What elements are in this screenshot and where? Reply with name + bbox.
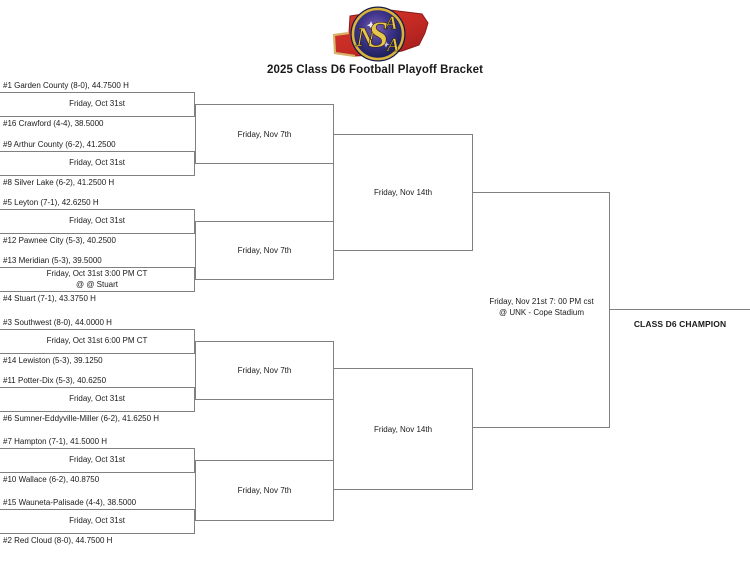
round-date: Friday, Nov 14th	[373, 424, 433, 434]
team-label: #1 Garden County (8-0), 44.7500 H	[3, 81, 129, 90]
game-date-line1: Friday, Oct 31st	[69, 158, 125, 168]
logo-letter-a2: A	[386, 35, 400, 56]
team-label: #2 Red Cloud (8-0), 44.7500 H	[3, 536, 113, 545]
game-date-line1: Friday, Oct 31st	[69, 455, 125, 465]
quarterfinal-box: Friday, Nov 7th	[195, 341, 334, 400]
game-box: Friday, Oct 31st	[0, 92, 195, 117]
sparkle-icon	[366, 21, 376, 30]
game-box: Friday, Oct 31st	[0, 509, 195, 534]
game-date-line1: Friday, Oct 31st 6:00 PM CT	[46, 336, 148, 346]
final-date-line1: Friday, Nov 21st 7: 00 PM cst	[489, 297, 594, 306]
team-label: #4 Stuart (7-1), 43.3750 H	[3, 294, 96, 303]
champion-label: CLASS D6 CHAMPION	[633, 319, 727, 329]
team-label: #12 Pawnee City (5-3), 40.2500	[3, 236, 116, 245]
sparkle-icon	[382, 41, 390, 48]
final-date: Friday, Nov 21st 7: 00 PM cst @ UNK - Co…	[473, 296, 610, 318]
quarterfinal-box: Friday, Nov 7th	[195, 104, 334, 164]
game-date-line1: Friday, Oct 31st	[69, 394, 125, 404]
page-title: 2025 Class D6 Football Playoff Bracket	[267, 64, 483, 76]
final-box	[473, 192, 610, 428]
nsaa-seal-gold-ring	[351, 7, 405, 61]
team-label: #10 Wallace (6-2), 40.8750	[3, 475, 100, 484]
quarterfinal-box: Friday, Nov 7th	[195, 460, 334, 521]
team-label: #16 Crawford (4-4), 38.5000	[3, 119, 104, 128]
game-date-line1: Friday, Oct 31st	[69, 216, 125, 226]
game-box: Friday, Oct 31st	[0, 209, 195, 234]
game-box: Friday, Oct 31st	[0, 448, 195, 473]
nsaa-logo: N A A S	[332, 6, 429, 62]
logo-letter-n: N	[355, 22, 377, 52]
team-label: #8 Silver Lake (6-2), 41.2500 H	[3, 178, 115, 187]
semifinal-box: Friday, Nov 14th	[333, 368, 473, 490]
round-date: Friday, Nov 14th	[373, 188, 433, 197]
team-label: #15 Wauneta-Palisade (4-4), 38.5000	[3, 498, 137, 507]
nsaa-seal-face	[354, 10, 402, 58]
game-date-line1: Friday, Oct 31st	[69, 516, 125, 526]
team-label: #3 Southwest (8-0), 44.0000 H	[3, 318, 112, 327]
round-date: Friday, Nov 7th	[237, 486, 292, 495]
team-label: #6 Sumner-Eddyville-Miller (6-2), 41.625…	[3, 414, 160, 423]
logo-letter-s: S	[368, 15, 389, 56]
team-label: #14 Lewiston (5-3), 39.1250	[3, 356, 103, 365]
nebraska-gold-trim	[332, 31, 356, 58]
champion-line	[610, 309, 750, 310]
game-box: Friday, Oct 31st 3:00 PM CT @ @ Stuart	[0, 267, 195, 292]
game-box: Friday, Oct 31st	[0, 387, 195, 412]
team-label: #13 Meridian (5-3), 39.5000	[3, 256, 102, 265]
round-date: Friday, Nov 7th	[237, 246, 292, 255]
team-label: #11 Potter-Dix (5-3), 40.6250	[3, 376, 107, 385]
team-label: #9 Arthur County (6-2), 41.2500	[3, 140, 116, 149]
game-date-line1: Friday, Oct 31st 3:00 PM CT	[46, 269, 148, 278]
logo-letter-a1: A	[384, 13, 398, 34]
round-date: Friday, Nov 7th	[237, 366, 292, 375]
quarterfinal-box: Friday, Nov 7th	[195, 221, 334, 280]
team-label: #5 Leyton (7-1), 42.6250 H	[3, 198, 99, 207]
game-box: Friday, Oct 31st	[0, 151, 195, 176]
game-date-line2: @ @ Stuart	[75, 279, 119, 289]
team-label: #7 Hampton (7-1), 41.5000 H	[3, 437, 108, 446]
game-box: Friday, Oct 31st 6:00 PM CT	[0, 329, 195, 354]
round-date: Friday, Nov 7th	[237, 129, 292, 139]
semifinal-box: Friday, Nov 14th	[333, 134, 473, 251]
final-date-line2: @ UNK - Cope Stadium	[498, 308, 585, 317]
game-date-line1: Friday, Oct 31st	[69, 99, 125, 109]
